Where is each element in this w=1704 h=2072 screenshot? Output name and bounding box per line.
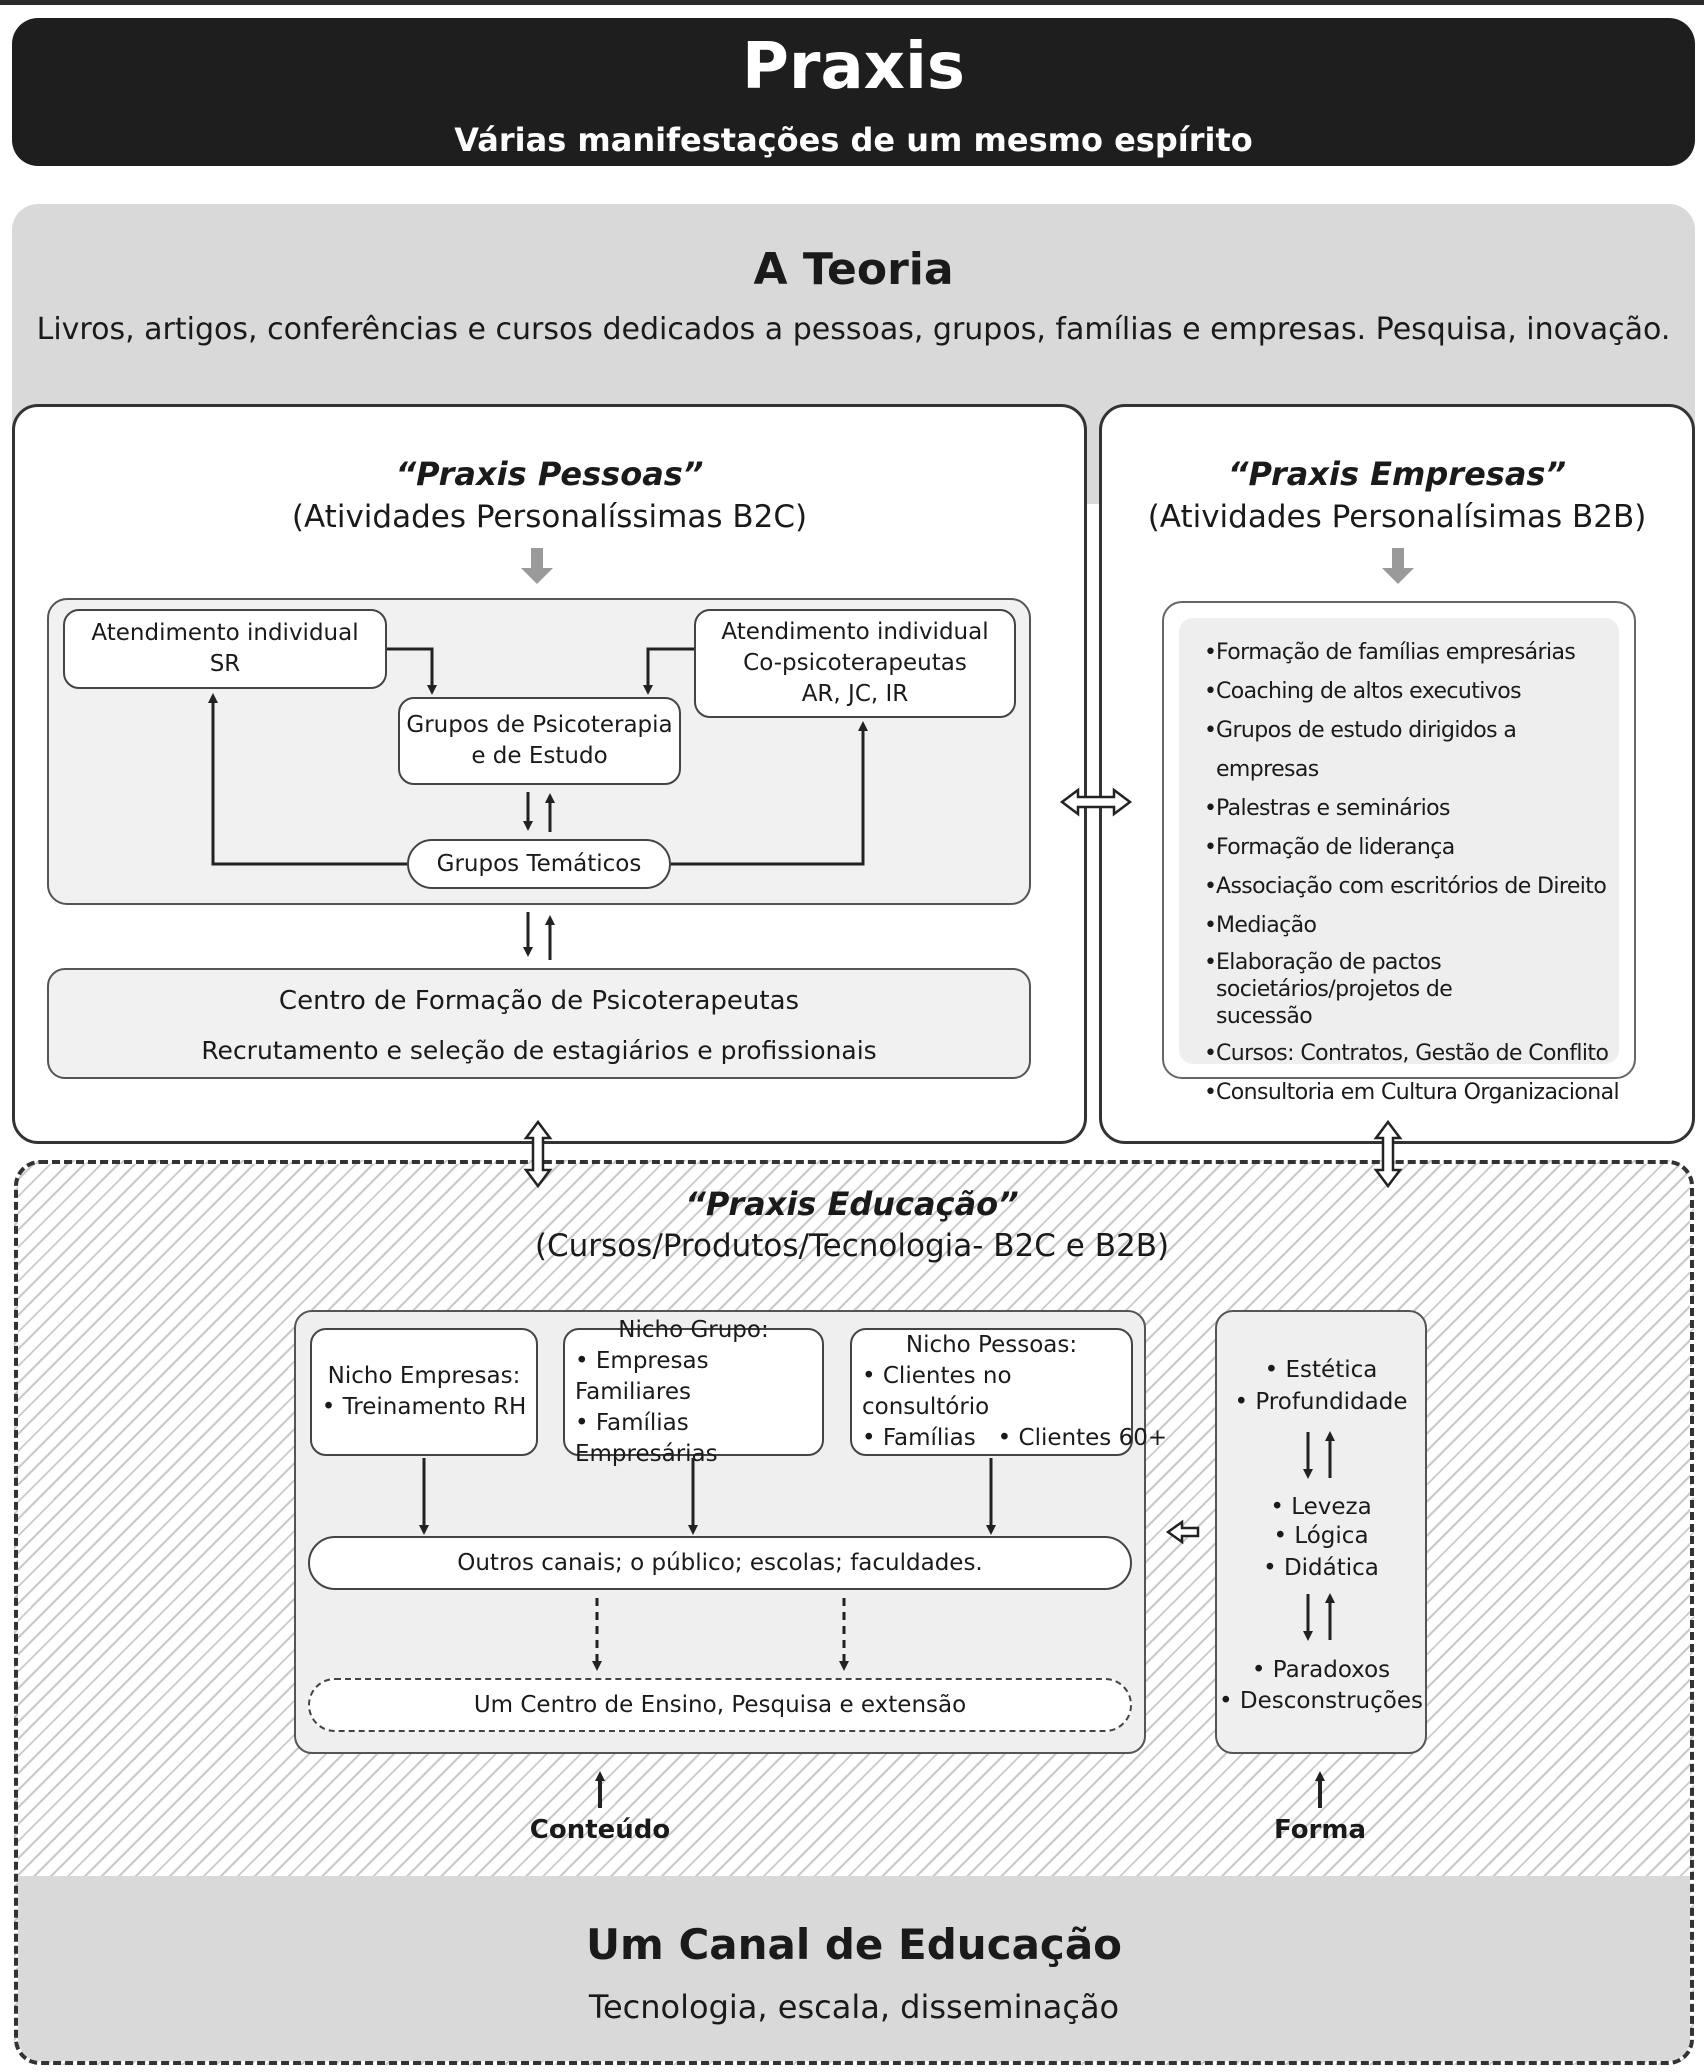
forma-item: • Desconstruções: [1219, 1688, 1423, 1714]
theory-subtitle: Livros, artigos, conferências e cursos d…: [36, 312, 1671, 347]
page-title: Praxis: [742, 30, 965, 104]
list-item: Consultoria em Cultura Organizacional: [1204, 1073, 1624, 1112]
connector-tematicos-to-copsico: [671, 721, 868, 866]
canal-subtitle: Tecnologia, escala, disseminação: [588, 1988, 1120, 2026]
atendimento-sr-line1: Atendimento individual: [91, 619, 359, 646]
centro-formacao-line2: Recrutamento e seleção de estagiários e …: [201, 1036, 877, 1065]
centro-formacao-box: Centro de Formação de Psicoterapeutas Re…: [47, 968, 1031, 1079]
list-item: Coaching de altos executivos: [1204, 672, 1624, 711]
forma-to-nichos-arrow-icon: [1165, 1519, 1200, 1545]
nicho-grupo-box: Nicho Grupo: • Empresas Familiares • Fam…: [563, 1317, 824, 1467]
pessoas-title: “Praxis Pessoas”: [395, 455, 704, 493]
list-item: Grupos de estudo dirigidos a empresas: [1204, 711, 1624, 789]
nicho-pessoas-item: • Clientes no consultório: [862, 1363, 1012, 1420]
forma-item: • Paradoxos: [1251, 1657, 1391, 1683]
atendimento-copsico-box: Atendimento individual Co-psicoterapeuta…: [694, 609, 1016, 718]
copsico-line2: Co-psicoterapeutas: [743, 649, 967, 676]
nicho-pessoas-box: Nicho Pessoas: • Clientes no consultório…: [850, 1328, 1167, 1456]
nicho-empresas-box: Nicho Empresas: • Treinamento RH: [310, 1328, 538, 1456]
forma-box: • Estética • Profundidade • Leveza • Lóg…: [1215, 1310, 1427, 1754]
pessoas-educacao-double-arrow-icon: [523, 1119, 553, 1189]
connector-copsico-to-grupos: [643, 647, 694, 695]
educacao-title: “Praxis Educação”: [685, 1185, 1019, 1223]
conteudo-label: Conteúdo: [529, 1815, 671, 1845]
empresas-down-arrow-icon: [1382, 548, 1414, 584]
forma-item: • Leveza: [1270, 1494, 1372, 1520]
nicho-grupo-title: Nicho Grupo:: [618, 1316, 769, 1343]
grupos-psicoterapia-box: Grupos de Psicoterapia e de Estudo: [398, 697, 681, 785]
canal-title: Um Canal de Educação: [585, 1920, 1123, 1969]
forma-item: • Lógica: [1273, 1523, 1369, 1549]
empresas-educacao-double-arrow-icon: [1373, 1119, 1403, 1189]
pessoas-subtitle: (Atividades Personalíssimas B2C): [291, 499, 808, 535]
forma-item: • Profundidade: [1234, 1389, 1408, 1415]
grupos-tematicos-pill: Grupos Temáticos: [407, 839, 671, 889]
outros-canais-pill: Outros canais; o público; escolas; facul…: [308, 1536, 1132, 1590]
forma-item: • Estética: [1264, 1357, 1378, 1383]
forma-item: • Didática: [1263, 1555, 1379, 1581]
list-item: Associação com escritórios de Direito: [1204, 867, 1624, 906]
list-item: Mediação: [1204, 906, 1624, 945]
educacao-subtitle: (Cursos/Produtos/Tecnologia- B2C e B2B): [534, 1228, 1170, 1264]
list-item: Elaboração de pactos societários/projeto…: [1204, 945, 1546, 1034]
list-item: Formação de liderança: [1204, 828, 1624, 867]
connector-tematicos-to-sr: [208, 693, 407, 866]
list-item: Palestras e seminários: [1204, 789, 1624, 828]
nicho-empresas-item: • Treinamento RH: [321, 1394, 527, 1420]
nicho-pessoas-title: Nicho Pessoas:: [905, 1332, 1078, 1358]
nicho-empresas-title: Nicho Empresas:: [327, 1363, 521, 1389]
list-item: Formação de famílias empresárias: [1204, 633, 1624, 672]
atendimento-individual-sr-box: Atendimento individual SR: [63, 609, 387, 689]
theory-title: A Teoria: [753, 244, 954, 295]
page-subtitle: Várias manifestações de um mesmo espírit…: [454, 121, 1253, 159]
nicho-grupo-item: • Empresas Familiares: [575, 1347, 709, 1405]
empresas-subtitle: (Atividades Personalísimas B2B): [1147, 499, 1647, 535]
centro-ensino-pill: Um Centro de Ensino, Pesquisa e extensão: [308, 1678, 1132, 1732]
copsico-line3: AR, JC, IR: [801, 681, 909, 708]
centro-formacao-line1: Centro de Formação de Psicoterapeutas: [278, 986, 800, 1016]
grupos-psico-line2: e de Estudo: [471, 743, 608, 769]
top-border-line: [0, 0, 1704, 5]
list-item: Cursos: Contratos, Gestão de Conflito: [1204, 1034, 1624, 1073]
connector-sr-to-grupos: [387, 647, 437, 695]
pessoas-down-arrow-icon: [521, 548, 553, 584]
copsico-line1: Atendimento individual: [721, 618, 989, 645]
grupos-psico-line1: Grupos de Psicoterapia: [406, 711, 673, 738]
header-banner: Praxis Várias manifestações de um mesmo …: [12, 18, 1695, 166]
empresas-title: “Praxis Empresas”: [1227, 455, 1567, 493]
canal-educacao-band: Um Canal de Educação Tecnologia, escala,…: [18, 1876, 1690, 2061]
pessoas-empresas-double-arrow-icon: [1059, 787, 1133, 817]
empresas-activities-box: Formação de famílias empresárias Coachin…: [1162, 601, 1636, 1112]
empresas-activities-list: Formação de famílias empresárias Coachin…: [1204, 633, 1624, 1112]
atendimento-sr-line2: SR: [209, 651, 241, 677]
forma-label: Forma: [1273, 1815, 1367, 1845]
